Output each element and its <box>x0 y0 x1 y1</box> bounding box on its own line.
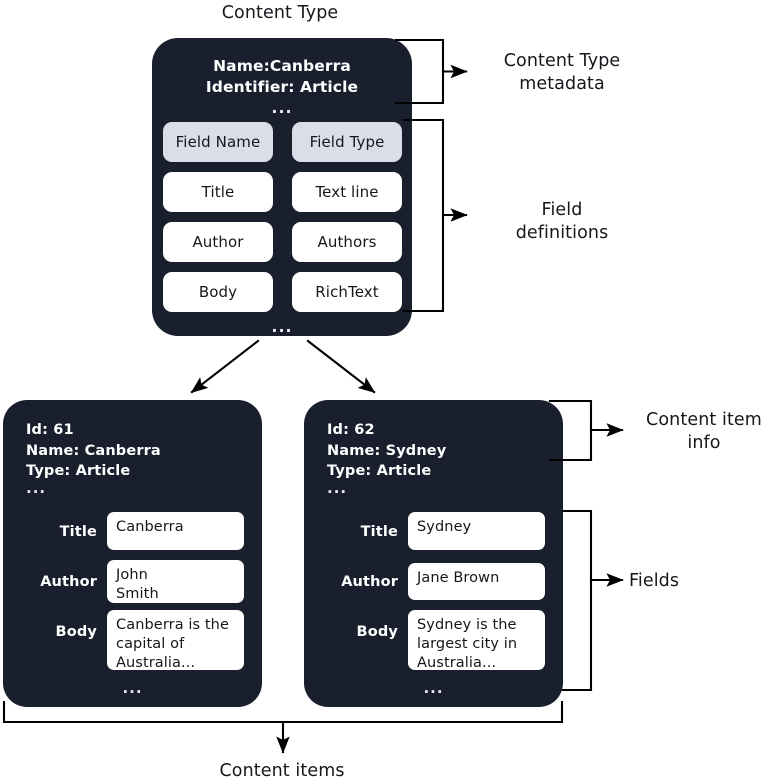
item-field-label: Author <box>40 574 97 590</box>
field-name-cell: Title <box>163 172 273 212</box>
field-name-cell: Author <box>163 222 273 262</box>
field-name-cell: Body <box>163 272 273 312</box>
annotation-content-item-info: Content item info <box>646 410 762 454</box>
item-field-value: John Smith <box>107 560 244 603</box>
content-item-card-62: Id: 62 Name: Sydney Type: Article ... Ti… <box>304 400 563 707</box>
item-field-label: Body <box>356 624 398 640</box>
field-name-header-chip: Field Name <box>163 122 273 162</box>
content-item-info-text: Id: 61 Name: Canberra Type: Article <box>26 422 161 480</box>
item-field-value: Jane Brown <box>408 563 545 600</box>
item-field-value: Sydney is the largest city in Australia.… <box>408 610 545 671</box>
diagram-title-content-type: Content Type <box>221 3 339 23</box>
bracket-fields <box>561 509 593 692</box>
arrow-to-content-item-62 <box>306 339 376 394</box>
item-field-label: Author <box>341 574 398 590</box>
content-item-info-text: Id: 62 Name: Sydney Type: Article <box>327 422 447 480</box>
item-field-label: Title <box>360 524 398 540</box>
arrow-to-content-item-61 <box>190 339 260 394</box>
annotation-fields: Fields <box>629 571 680 591</box>
field-type-cell: RichText <box>292 272 402 312</box>
content-type-card: Name:Canberra Identifier: Article ... Fi… <box>152 38 412 336</box>
diagram-title-content-items: Content items <box>219 761 345 781</box>
field-table-ellipsis: ... <box>271 317 293 336</box>
content-type-metadata-text: Name:Canberra Identifier: Article <box>205 57 359 97</box>
field-type-cell: Text line <box>292 172 402 212</box>
field-type-header-chip: Field Type <box>292 122 402 162</box>
item-field-value: Canberra <box>107 512 244 550</box>
content-item-info-ellipsis: ... <box>26 479 47 497</box>
annotation-field-definitions: Field definitions <box>515 200 609 244</box>
annotation-content-type-metadata: Content Type metadata <box>503 51 621 95</box>
item-field-value: Sydney <box>408 512 545 550</box>
item-field-value: Canberra is the capital of Australia... <box>107 610 244 671</box>
content-item-info-ellipsis: ... <box>327 479 348 497</box>
field-type-cell: Authors <box>292 222 402 262</box>
content-item-fields-ellipsis: ... <box>122 679 143 697</box>
item-field-label: Body <box>55 624 97 640</box>
content-item-card-61: Id: 61 Name: Canberra Type: Article ... … <box>3 400 262 707</box>
item-field-label: Title <box>59 524 97 540</box>
content-item-fields-ellipsis: ... <box>423 679 444 697</box>
content-type-metadata-ellipsis: ... <box>271 98 293 117</box>
